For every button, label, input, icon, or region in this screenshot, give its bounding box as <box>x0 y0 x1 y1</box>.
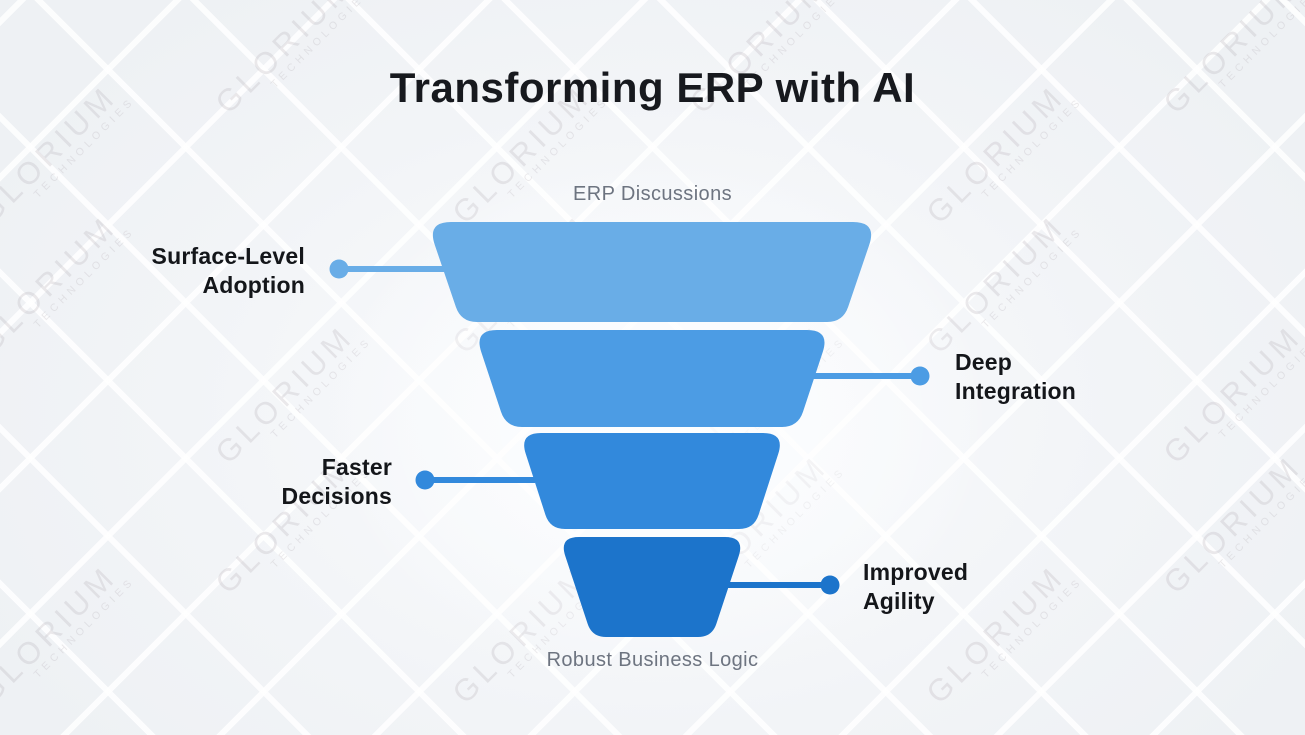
connector-dot-surface-level-adoption <box>329 259 349 279</box>
connector-dot-improved-agility <box>820 575 840 595</box>
funnel-level-deep-integration <box>479 330 825 427</box>
label-line: Deep <box>955 349 1013 375</box>
label-faster-decisions: Faster Decisions <box>282 453 392 511</box>
label-line: Agility <box>863 588 935 614</box>
connector-dot-deep-integration <box>910 366 930 386</box>
label-line: Faster <box>321 454 392 480</box>
label-line: Integration <box>955 378 1077 404</box>
label-line: Adoption <box>202 272 305 298</box>
connector-dot-faster-decisions <box>415 470 435 490</box>
funnel-level-surface-level-adoption <box>432 222 872 322</box>
label-line: Surface-Level <box>151 243 305 269</box>
funnel-top-caption: ERP Discussions <box>572 183 733 205</box>
label-surface-level-adoption: Surface-Level Adoption <box>152 242 305 300</box>
funnel-level-faster-decisions <box>524 433 780 529</box>
funnel-bottom-caption: Robust Business Logic <box>546 649 759 671</box>
label-line: Decisions <box>281 483 392 509</box>
label-line: Improved <box>863 559 969 585</box>
label-deep-integration: Deep Integration <box>955 348 1076 406</box>
funnel-level-improved-agility <box>563 537 741 637</box>
page-title: Transforming ERP with AI <box>389 64 916 111</box>
label-improved-agility: Improved Agility <box>863 558 968 616</box>
